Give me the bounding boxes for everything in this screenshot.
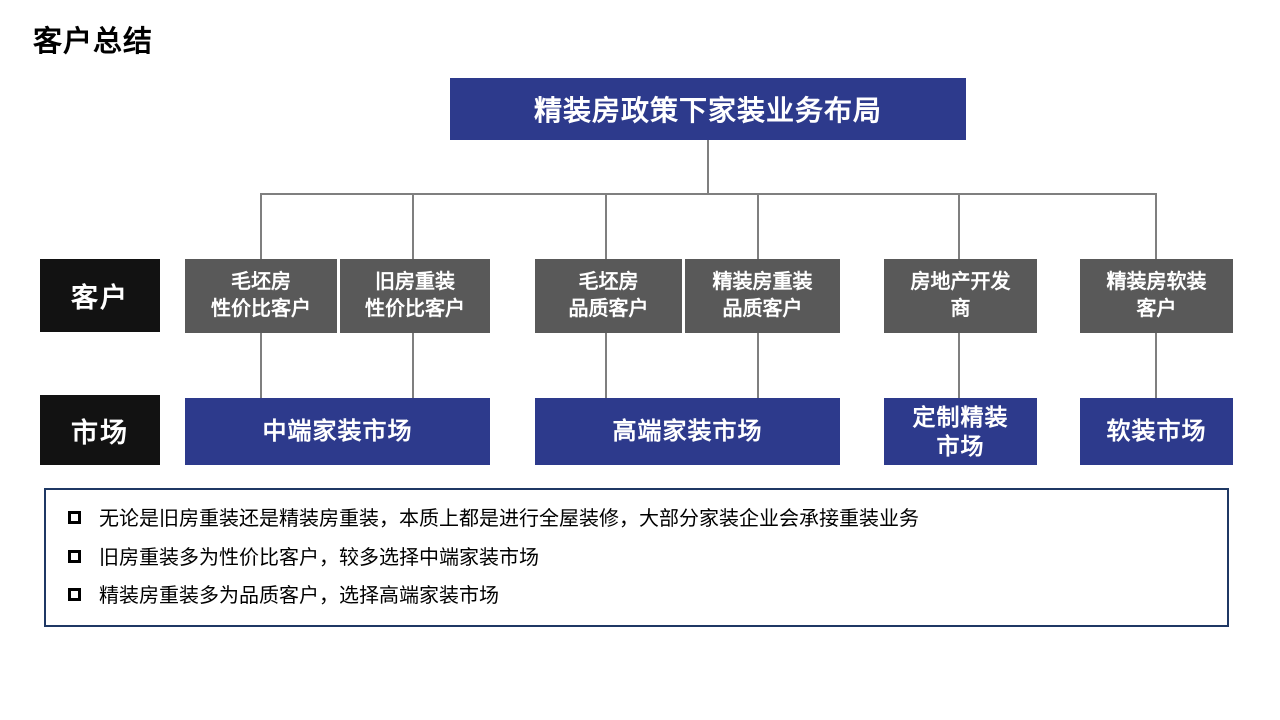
diagram-root-label: 精装房政策下家装业务布局 [533, 95, 882, 126]
square-bullet-icon [68, 549, 81, 563]
note-item: 无论是旧房重装还是精装房重装，本质上都是进行全屋装修，大部分家装企业会承接重装业… [60, 506, 1213, 532]
customer-box-label-line: 品质客户 [722, 298, 803, 320]
market-box-soft: 软装市场 [1080, 398, 1233, 465]
market-box-highend: 高端家装市场 [535, 398, 840, 465]
diagram-root-box: 精装房政策下家装业务布局 [450, 78, 966, 140]
note-text: 旧房重装多为性价比客户，较多选择中端家装市场 [99, 546, 539, 569]
connector-drop-4 [757, 195, 759, 259]
connector-root-stub [707, 140, 709, 194]
customer-box-label-line: 品质客户 [568, 298, 649, 320]
connector-drop-6 [1155, 195, 1157, 259]
row-label-customer-text: 客户 [71, 283, 129, 313]
customer-box-label-line: 性价比客户 [365, 298, 465, 320]
note-item: 旧房重装多为性价比客户，较多选择中端家装市场 [60, 545, 1213, 571]
market-box-label-line: 定制精装 [912, 403, 1009, 430]
market-box-midend: 中端家装市场 [185, 398, 490, 465]
market-box-label: 软装市场 [1106, 417, 1207, 445]
customer-box-label-line: 客户 [1136, 298, 1177, 320]
customer-box-label-line: 房地产开发 [910, 271, 1011, 293]
connector-horizontal [260, 193, 1157, 195]
customer-box-label-line: 旧房重装 [375, 271, 455, 293]
connector-drop-5 [958, 195, 960, 259]
customer-box-rough-value: 毛坯房 性价比客户 [185, 259, 337, 333]
page-title: 客户总结 [33, 26, 154, 58]
customer-box-label-line: 毛坯房 [578, 271, 639, 293]
market-box-label-line: 市场 [936, 432, 985, 459]
square-bullet-icon [68, 587, 81, 601]
customer-box-label-line: 毛坯房 [231, 271, 291, 293]
customer-box-rough-quality: 毛坯房 品质客户 [535, 259, 682, 333]
market-box-custom: 定制精装 市场 [884, 398, 1037, 465]
customer-box-soft-deco: 精装房软装 客户 [1080, 259, 1233, 333]
connector-drop-2 [412, 195, 414, 259]
note-text: 无论是旧房重装还是精装房重装，本质上都是进行全屋装修，大部分家装企业会承接重装业… [99, 508, 919, 531]
notes-box: 无论是旧房重装还是精装房重装，本质上都是进行全屋装修，大部分家装企业会承接重装业… [44, 488, 1229, 627]
connector-market-2 [412, 333, 414, 398]
connector-market-5 [958, 333, 960, 398]
note-text: 精装房重装多为品质客户，选择高端家装市场 [99, 584, 499, 607]
row-label-customer: 客户 [40, 259, 160, 332]
customer-box-refit-quality: 精装房重装 品质客户 [685, 259, 840, 333]
market-box-label: 中端家装市场 [262, 417, 413, 445]
connector-drop-3 [605, 195, 607, 259]
customer-box-label-line: 商 [950, 298, 971, 320]
customer-box-developer: 房地产开发 商 [884, 259, 1037, 333]
customer-box-old-home-value: 旧房重装 性价比客户 [340, 259, 490, 333]
customer-box-label-line: 精装房重装 [712, 271, 813, 293]
connector-market-3 [605, 333, 607, 398]
note-item: 精装房重装多为品质客户，选择高端家装市场 [60, 583, 1213, 609]
market-box-label: 高端家装市场 [612, 417, 763, 445]
customer-box-label-line: 精装房软装 [1106, 271, 1207, 293]
square-bullet-icon [68, 511, 81, 525]
connector-market-4 [757, 333, 759, 398]
customer-box-label-line: 性价比客户 [211, 298, 311, 320]
connector-market-1 [260, 333, 262, 398]
row-label-market-text: 市场 [71, 417, 129, 448]
row-label-market: 市场 [40, 395, 160, 465]
connector-market-6 [1155, 333, 1157, 398]
connector-drop-1 [260, 195, 262, 259]
